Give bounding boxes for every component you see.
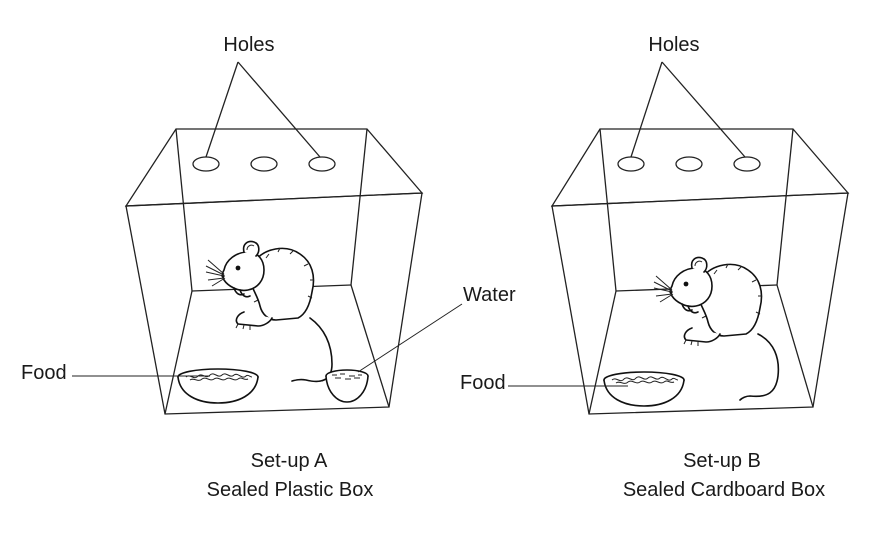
mouse-a <box>205 240 333 383</box>
food-bowl-a <box>177 368 259 404</box>
hole-a-3 <box>308 156 336 172</box>
setup-a-group: Holes Food Water Set-up A Sealed Plastic… <box>21 34 516 501</box>
food-bowl-b <box>603 371 685 407</box>
setup-a-title: Set-up A <box>251 450 328 472</box>
food-label-a: Food <box>21 362 67 384</box>
cardboard-box <box>550 128 850 415</box>
hole-b-3 <box>733 156 761 172</box>
hole-b-1 <box>617 156 645 172</box>
setup-b-title: Set-up B <box>683 450 761 472</box>
setup-b-group: Holes Food Set-up B Sealed Cardboard Box <box>460 34 850 501</box>
food-label-b: Food <box>460 372 506 394</box>
water-bowl-a <box>325 369 369 403</box>
hole-a-1 <box>192 156 220 172</box>
holes-label-b: Holes <box>648 34 699 56</box>
water-label-a: Water <box>463 284 516 306</box>
holes-label-a: Holes <box>223 34 274 56</box>
mouse-b <box>653 256 780 401</box>
setup-a-subtitle: Sealed Plastic Box <box>207 479 374 501</box>
hole-b-2 <box>675 156 703 172</box>
hole-a-2 <box>250 156 278 172</box>
setup-b-subtitle: Sealed Cardboard Box <box>623 479 825 501</box>
